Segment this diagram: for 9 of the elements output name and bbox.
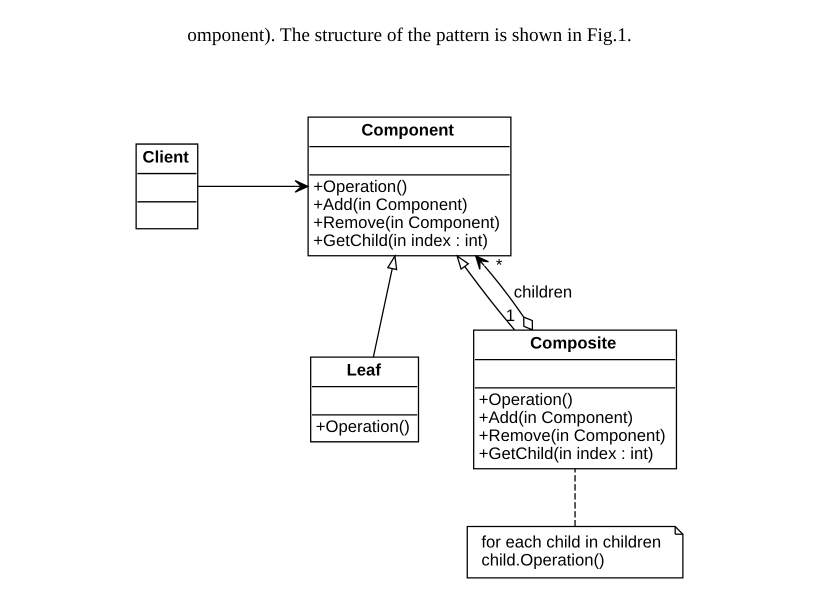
connector	[574, 468, 576, 526]
arrow	[372, 254, 398, 358]
edge-label: children	[514, 282, 572, 302]
label: *	[496, 256, 502, 275]
arrow	[456, 254, 516, 330]
arrow	[198, 180, 309, 193]
arrow	[475, 255, 534, 331]
label: 1	[506, 306, 515, 326]
label: omponent). The structure of the pattern is shown in Fig.1.	[187, 24, 632, 46]
